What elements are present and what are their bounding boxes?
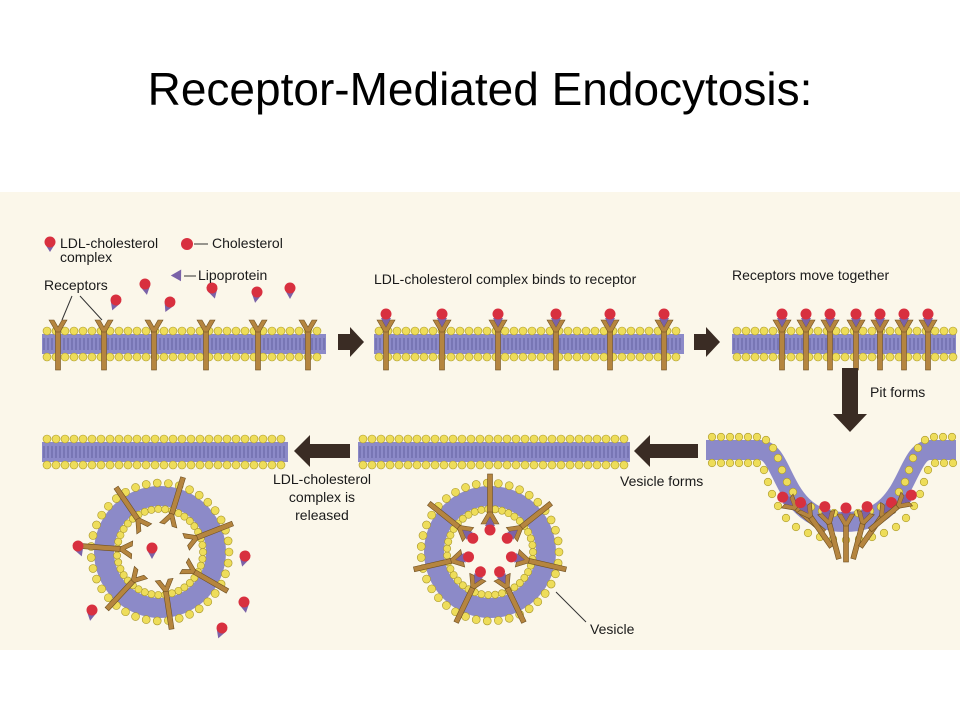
ldl-released-5 — [238, 596, 250, 613]
endocytosis-diagram: LDL-cholesterol complex Cholesterol Lipo… — [0, 192, 960, 650]
ldl-released-6 — [216, 622, 228, 639]
membrane-step3 — [732, 326, 958, 362]
receptor-step3-3 — [820, 308, 840, 371]
ldl-free-step1-3 — [164, 296, 176, 312]
step-released-line3: released — [295, 507, 349, 523]
receptor-vesicle-7 — [427, 500, 479, 544]
receptor-step2-5 — [600, 308, 620, 371]
ldl-free-step1-4 — [206, 282, 218, 299]
receptor-released-5 — [104, 565, 149, 612]
legend-ldl-complex-line2: complex — [60, 249, 112, 265]
ldl-released-4 — [86, 604, 98, 621]
receptor-pit-2 — [795, 497, 834, 549]
receptor-pit-5 — [850, 501, 875, 560]
receptor-vesicle-3 — [505, 548, 567, 573]
arrow-vesicle-forms — [634, 435, 698, 467]
receptor-step3-4 — [846, 308, 866, 371]
vesicle-pointer — [555, 591, 587, 623]
membrane-after-release — [42, 434, 288, 470]
legend-cholesterol-symbol — [181, 238, 193, 250]
legend-cholesterol-label: Cholesterol — [212, 235, 283, 251]
receptor-pit-7 — [867, 489, 917, 533]
membrane-step1 — [42, 326, 326, 362]
receptor-step3-1 — [772, 308, 792, 371]
receptor-vesicle-2 — [501, 500, 553, 544]
arrow-step2-to-step3 — [694, 327, 720, 357]
receptor-vesicle-5 — [453, 566, 487, 624]
receptor-step2-3 — [488, 308, 508, 371]
receptor-released-7 — [113, 485, 153, 535]
ldl-free-step1-1 — [110, 294, 122, 311]
receptor-step1-1 — [48, 319, 68, 371]
legend-lipoprotein-symbol — [170, 269, 182, 282]
receptor-step1-3 — [144, 319, 164, 371]
ldl-released-2 — [72, 540, 84, 557]
receptor-step3-7 — [918, 308, 938, 371]
receptor-step3-5 — [870, 308, 890, 371]
slide-title: Receptor-Mediated Endocytosis: — [147, 63, 813, 115]
receptor-released-6 — [81, 540, 134, 560]
receptor-released-3 — [179, 557, 230, 594]
legend-lipoprotein-label: Lipoprotein — [198, 267, 267, 283]
receptor-released-4 — [154, 577, 175, 630]
legend-ldl-complex-line1: LDL-cholesterol — [60, 235, 158, 251]
receptor-vesicle-4 — [493, 566, 527, 624]
receptors-pointer-2 — [79, 295, 103, 321]
step-move-together-label: Receptors move together — [732, 267, 890, 283]
step-pit-forms-label: Pit forms — [870, 384, 925, 400]
receptor-step1-6 — [298, 319, 318, 371]
receptor-vesicle-6 — [413, 548, 475, 573]
receptor-pit-3 — [817, 501, 842, 560]
vesicle-label: Vesicle — [590, 621, 635, 637]
receptor-step2-2 — [432, 308, 452, 371]
ldl-free-step1-2 — [139, 278, 151, 295]
receptor-step3-6 — [894, 308, 914, 371]
receptor-step2-6 — [654, 308, 674, 371]
membrane-after-vesicle — [358, 434, 630, 470]
arrow-released — [294, 435, 350, 467]
membrane-released-vesicle — [86, 478, 234, 626]
receptor-released-1 — [159, 476, 186, 529]
receptor-step2-1 — [376, 308, 396, 371]
ldl-free-step1-6 — [284, 282, 296, 299]
step-released-line2: complex is — [289, 489, 355, 505]
step-vesicle-forms-label: Vesicle forms — [620, 473, 703, 489]
arrow-pit-forms — [833, 368, 867, 432]
legend-receptors-label: Receptors — [44, 277, 108, 293]
receptor-released-2 — [182, 520, 234, 551]
legend-ldl-complex-symbol — [44, 236, 56, 252]
ldl-released-1 — [146, 542, 158, 559]
receptor-step1-2 — [94, 319, 114, 371]
receptor-step1-4 — [196, 319, 216, 371]
step-released-line1: LDL-cholesterol — [273, 471, 371, 487]
ldl-free-step1-5 — [251, 286, 263, 303]
receptor-step3-2 — [796, 308, 816, 371]
membrane-step2 — [374, 326, 684, 362]
ldl-released-3 — [239, 550, 251, 567]
receptor-vesicle-1 — [480, 473, 500, 536]
receptor-pit-4 — [836, 502, 856, 563]
receptor-step1-5 — [248, 319, 268, 371]
receptors-pointer-1 — [61, 295, 73, 321]
arrow-step1-to-step2 — [338, 327, 364, 357]
step-binds-label: LDL-cholesterol complex binds to recepto… — [374, 271, 637, 287]
receptor-step2-4 — [546, 308, 566, 371]
